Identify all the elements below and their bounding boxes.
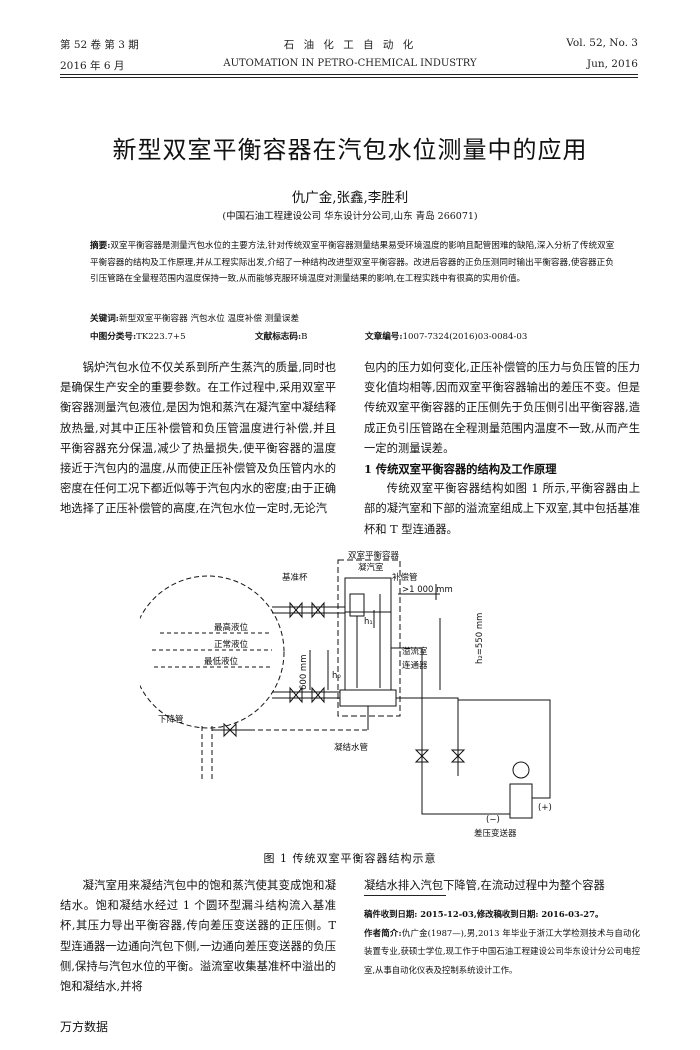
footnotes: 稿件收到日期: 2015-12-03,修改稿收到日期: 2016-03-27。 … (364, 905, 640, 979)
body-right-bottom: 凝结水排入汽包下降管,在流动过程中为整个容器 (364, 876, 640, 896)
journal-month: Jun, 2016 (586, 58, 638, 70)
label-plus: (+) (538, 803, 552, 813)
label-lowest-level: 最低液位 (204, 656, 239, 667)
line-to-transmitter-minus (421, 776, 510, 815)
label-condensing-chamber: 凝汽室 (358, 562, 384, 573)
abstract-label: 摘要: (90, 241, 111, 251)
author-bio: 仇广金(1987—),男,2013 年毕业于浙江大学检测技术与自动化装置专业,获… (364, 927, 640, 975)
article-value: 1007-7324(2016)03-0084-03 (402, 332, 528, 342)
body-left-bottom: 凝汽室用来凝结汽包中的饱和蒸汽使其变成饱和凝结水。饱和凝结水经过 1 个圆环型漏… (60, 876, 336, 997)
condensing-chamber (344, 577, 392, 613)
journal-date: 2016 年 6 月 (60, 60, 125, 72)
steam-valve-2 (311, 601, 325, 619)
water-valve-2 (311, 686, 325, 704)
label-dim-600: 600 mm (299, 655, 309, 691)
dp-transmitter-body (509, 783, 533, 819)
label-downcomer: 下降管 (158, 714, 184, 725)
label-h0: h₀ (332, 671, 341, 681)
negative-impulse-line (396, 697, 459, 776)
bottom-left-paragraph: 凝汽室用来凝结汽包中的饱和蒸汽使其变成饱和凝结水。饱和凝结水经过 1 个圆环型漏… (60, 879, 336, 994)
journal-volume: 第 52 卷 第 3 期 (60, 39, 139, 51)
figure-diagram: 双室平衡容器 凝汽室 基准杯 补偿管 >1 000 mm h₁ 最高液位 正常液… (140, 550, 552, 839)
journal-issue: Vol. 52, No. 3 (566, 37, 638, 49)
intro-continuation: 包内的压力如何变化,正压补偿管的压力与负压管的压力变化值均相等,因而双室平衡容器… (364, 361, 640, 455)
dp-transmitter-head (512, 761, 530, 779)
condensate-valve (223, 722, 237, 738)
header-rule (60, 74, 638, 75)
positive-impulse-line (391, 647, 423, 776)
clc-value: TK223.7+5 (136, 332, 186, 342)
journal-name-cn: 石 油 化 工 自 动 化 (283, 39, 417, 51)
body-right-column: 包内的压力如何变化,正压补偿管的压力与负压管的压力变化值均相等,因而双室平衡容器… (364, 358, 640, 540)
label-connector: 连通器 (402, 660, 428, 671)
label-balance-vessel: 双室平衡容器 (348, 550, 400, 561)
line-to-transmitter-plus (458, 699, 551, 799)
journal-name-en: AUTOMATION IN PETRO-CHEMICAL INDUSTRY (223, 58, 477, 69)
label-condensate-pipe: 凝结水管 (334, 742, 368, 753)
doc-code: 文献标志码:B (255, 330, 307, 342)
drain-valve-1 (414, 749, 430, 763)
received-date: 稿件收到日期: 2015-12-03,修改稿收到日期: 2016-03-27。 (364, 909, 604, 919)
label-h1: h₁ (364, 617, 373, 627)
label-normal-level: 正常液位 (214, 639, 249, 650)
label-overflow-chamber: 溢流室 (402, 646, 428, 657)
abstract: 摘要:双室平衡容器是测量汽包水位的主要方法,针对传统双室平衡容器测量结果易受环境… (90, 238, 620, 288)
section-heading: 1 传统双室平衡容器的结构及工作原理 (364, 462, 557, 477)
label-compensation-tube: 补偿管 (392, 572, 418, 583)
author-bio-label: 作者简介: (364, 927, 402, 938)
water-valve-1 (289, 686, 303, 704)
keywords-label: 关键词: (90, 314, 119, 324)
label-reference-cup: 基准杯 (282, 572, 308, 583)
label-dim-550: h₂=550 mm (475, 613, 485, 664)
figure-caption: 图 1 传统双室平衡容器结构示意 (263, 852, 437, 865)
label-dp-transmitter: 差压变送器 (474, 828, 517, 839)
keywords-text: 新型双室平衡容器 汽包水位 温度补偿 测量误差 (118, 314, 300, 324)
section-paragraph: 传统双室平衡容器结构如图 1 所示,平衡容器由上部的凝汽室和下部的溢流室组成上下… (364, 482, 640, 536)
abstract-text: 双室平衡容器是测量汽包水位的主要方法,针对传统双室平衡容器测量结果易受环境温度的… (90, 241, 615, 284)
clc-label: 中图分类号: (90, 332, 137, 342)
article-number: 文章编号:1007-7324(2016)03-0084-03 (365, 330, 527, 342)
doc-label: 文献标志码: (255, 332, 302, 342)
reference-cup (349, 593, 365, 617)
article-label: 文章编号: (365, 332, 403, 342)
watermark: 万方数据 (60, 1020, 109, 1034)
doc-value: B (301, 332, 308, 342)
steam-valve-1 (289, 601, 303, 619)
keywords: 关键词:新型双室平衡容器 汽包水位 温度补偿 测量误差 (90, 312, 620, 324)
label-dim-1000: >1 000 mm (402, 585, 453, 595)
clc-number: 中图分类号:TK223.7+5 (90, 330, 186, 342)
header-rule-2 (60, 77, 638, 78)
paper-affiliation: (中国石油工程建设公司 华东设计分公司,山东 青岛 266071) (222, 211, 478, 222)
drain-valve-2 (450, 749, 466, 763)
drum-outline (140, 575, 285, 729)
intro-paragraph: 锅炉汽包水位不仅关系到所产生蒸汽的质量,同时也是确保生产安全的重要参数。在工作过… (60, 361, 336, 516)
label-highest-level: 最高液位 (214, 622, 249, 633)
bottom-flange (339, 689, 397, 707)
bottom-right-paragraph: 凝结水排入汽包下降管,在流动过程中为整个容器 (364, 879, 605, 892)
body-left-column: 锅炉汽包水位不仅关系到所产生蒸汽的质量,同时也是确保生产安全的重要参数。在工作过… (60, 358, 336, 520)
paper-authors: 仇广金,张鑫,李胜利 (291, 190, 409, 206)
vessel-enclosure (337, 559, 401, 717)
label-minus: (−) (486, 815, 500, 825)
footnote-rule (364, 895, 446, 896)
paper-title: 新型双室平衡容器在汽包水位测量中的应用 (112, 136, 588, 164)
